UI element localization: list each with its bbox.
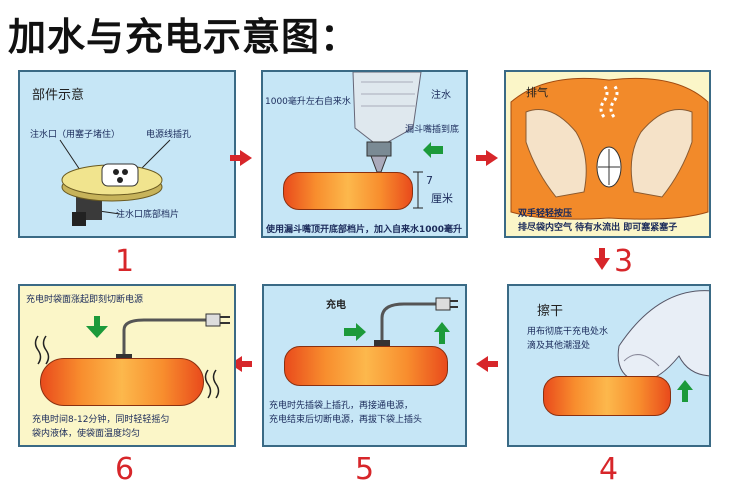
page-title: 加水与充电示意图： <box>8 15 360 59</box>
step-6-number: 6 <box>115 452 135 487</box>
step-3-panel: 排气 双手轻轻按压 排尽袋内空气 待有水流出 即可塞紧塞子 <box>504 70 711 238</box>
water-bag <box>284 346 448 386</box>
step-1-header: 部件示意 <box>32 88 85 103</box>
charging-cable-illustration <box>344 297 458 348</box>
step-6-line2: 袋内液体，使袋面温度均匀 <box>32 429 141 439</box>
step-6-panel: 充电时袋面涨起即刻切断电源 充电时间8-12分钟，同时轻轻摇匀 袋内液体，使袋面… <box>18 284 236 447</box>
step-5-line1: 充电时先插袋上插孔，再接通电源， <box>269 401 414 411</box>
step-1-cord-label: 电源线插孔 <box>146 130 192 140</box>
arrow-down-icon <box>594 248 610 270</box>
step-3-vent-label: 排气 <box>526 86 548 99</box>
arrow-left-icon <box>230 356 252 372</box>
step-3-caption-line2: 排尽袋内空气 待有水流出 即可塞紧塞子 <box>518 223 678 233</box>
step-4-line2: 滴及其他潮湿处 <box>527 341 591 351</box>
step-1-inlet-label: 注水口（用塞子堵住） <box>30 130 121 140</box>
step-6-header: 充电时袋面涨起即刻切断电源 <box>26 295 144 305</box>
step-2-caption: 使用漏斗嘴顶开底部档片，加入自来水1000毫升 <box>266 225 463 235</box>
step-5-line2: 充电结束后切断电源，再拔下袋上插头 <box>269 415 423 425</box>
water-bag <box>40 358 204 406</box>
step-2-water-amount-label: 1000毫升左右自来水 <box>265 97 351 107</box>
step-3-caption-line1: 双手轻轻按压 <box>518 209 573 219</box>
step-3-number: 3 <box>614 244 634 279</box>
step-1-number: 1 <box>115 244 135 279</box>
step-4-header: 擦干 <box>537 304 564 319</box>
arrow-left-icon <box>476 356 498 372</box>
arrow-right-icon <box>230 150 252 166</box>
step-5-number: 5 <box>355 452 375 487</box>
step-2-inject-label: 注水 <box>431 90 451 101</box>
pressing-hands-illustration <box>510 77 709 220</box>
water-bottle-funnel-illustration <box>352 72 443 209</box>
step-6-line1: 充电时间8-12分钟，同时轻轻摇匀 <box>32 415 170 425</box>
water-bag <box>283 172 413 210</box>
step-1-baffle-label: 注水口底部档片 <box>116 210 180 220</box>
step-4-number: 4 <box>599 452 619 487</box>
step-5-panel: 充电 充电时先插袋上插孔，再接通电源， 充电结束后切断电源，再拔下袋上插头 <box>262 284 467 447</box>
step-4-panel: 擦干 用布彻底干充电处水 滴及其他潮湿处 <box>507 284 711 447</box>
arrow-right-icon <box>476 150 498 166</box>
step-2-height-number: 7 <box>426 174 433 187</box>
step-4-line1: 用布彻底干充电处水 <box>527 327 609 337</box>
step-2-height-unit: 厘米 <box>431 192 453 205</box>
step-1-panel: 部件示意 注水口（用塞子堵住） 电源线插孔 注水口底部档片 <box>18 70 236 238</box>
step-5-header: 充电 <box>326 300 346 311</box>
valve-part-illustration <box>59 139 171 226</box>
water-bag <box>543 376 671 416</box>
step-2-panel: 1000毫升左右自来水 注水 漏斗嘴插到底 7 厘米 使用漏斗嘴顶开底部档片，加… <box>261 70 468 238</box>
step-2-funnel-label: 漏斗嘴插到底 <box>405 125 460 135</box>
